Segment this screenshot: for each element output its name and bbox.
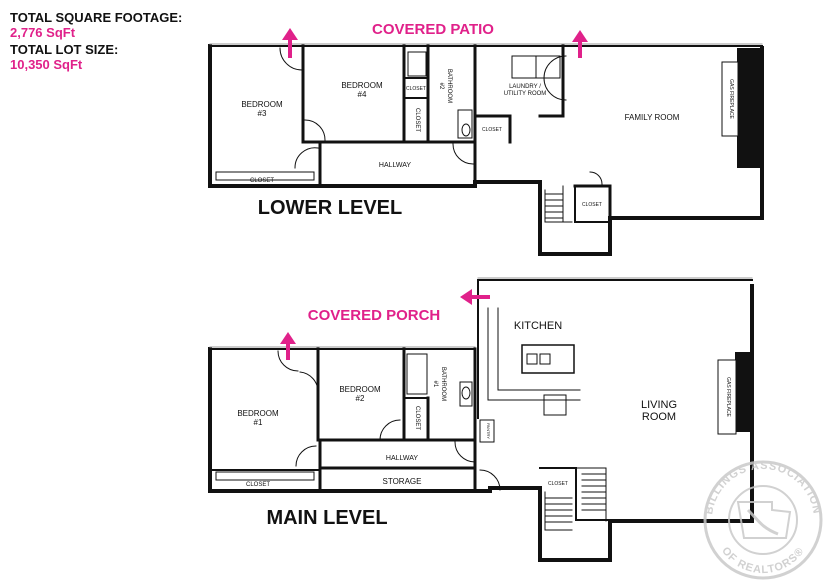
main-door-swing-icon [277,350,501,491]
laundry-label-2: UTILITY ROOM [504,91,547,97]
lot-value: 10,350 SqFt [10,57,83,72]
bedroom3-num: #3 [258,109,267,118]
main-arrow-left-icon [460,289,490,305]
bathroom1-num: #1 [432,381,438,388]
closet-bed1-label: CLOSET [246,482,270,488]
lower-arrow-up-icon-2 [572,30,588,58]
laundry-label: LAUNDRY / [509,84,541,90]
lower-hallway-label: HALLWAY [379,162,411,169]
main-arrow-up-icon [280,332,296,360]
lower-arrow-up-icon [282,28,298,58]
sqft-label: TOTAL SQUARE FOOTAGE: [10,10,183,25]
lower-level-plan [208,43,764,256]
storage-label: STORAGE [383,477,422,486]
closet-bed3-label: CLOSET [250,178,274,184]
bathroom1-label: BATHROOM [440,367,446,401]
living-label-2: ROOM [642,411,676,423]
sqft-value: 2,776 SqFt [10,25,76,40]
bedroom1-label: BEDROOM [237,409,279,418]
lower-door-swing-icon [279,47,603,185]
pantry-label: PANTRY [486,423,491,439]
lower-gas-fireplace-label: GAS FIREPLACE [728,79,734,119]
bedroom1-num: #1 [254,418,263,427]
covered-porch-label: COVERED PORCH [308,307,441,324]
closet-bed2-label: CLOSET [414,406,420,430]
montana-seal-icon: BILLINGS ASSOCIATION OF REALTORS® [703,460,823,580]
bedroom4-num: #4 [358,90,367,99]
seal-bottom-text: OF REALTORS® [719,545,807,576]
main-stairs-icon [544,467,607,531]
closet-bed4-label: CLOSET [414,108,420,132]
lot-label: TOTAL LOT SIZE: [10,42,119,57]
kitchen-label: KITCHEN [514,320,562,332]
closet-laundry-label: CLOSET [482,127,502,133]
bedroom2-num: #2 [356,394,365,403]
main-level-title: MAIN LEVEL [266,507,387,529]
bedroom2-label: BEDROOM [339,385,381,394]
main-level-plan [208,277,754,562]
seal-top-text: BILLINGS ASSOCIATION [703,460,823,516]
bedroom3-label: BEDROOM [241,100,283,109]
living-label: LIVING [641,399,677,411]
family-room-label: FAMILY ROOM [625,113,680,122]
lower-level-title: LOWER LEVEL [258,197,402,219]
covered-patio-label: COVERED PATIO [372,21,494,38]
closet-stairs-lower-label: CLOSET [582,202,602,208]
bedroom4-label: BEDROOM [341,81,383,90]
main-hallway-label: HALLWAY [386,455,418,462]
square-footage-block: TOTAL SQUARE FOOTAGE: 2,776 SqFt [10,10,182,40]
lower-stairs-icon [544,185,573,223]
lot-size-block: TOTAL LOT SIZE: 10,350 SqFt [10,42,118,72]
closet-stairs-main-label: CLOSET [548,481,568,487]
closet-bath-top-label: CLOSET [406,86,426,92]
main-gas-fireplace-label: GAS FIREPLACE [725,377,731,417]
bathroom2-num: #2 [438,83,444,90]
bathroom2-label: BATHROOM [446,69,452,103]
